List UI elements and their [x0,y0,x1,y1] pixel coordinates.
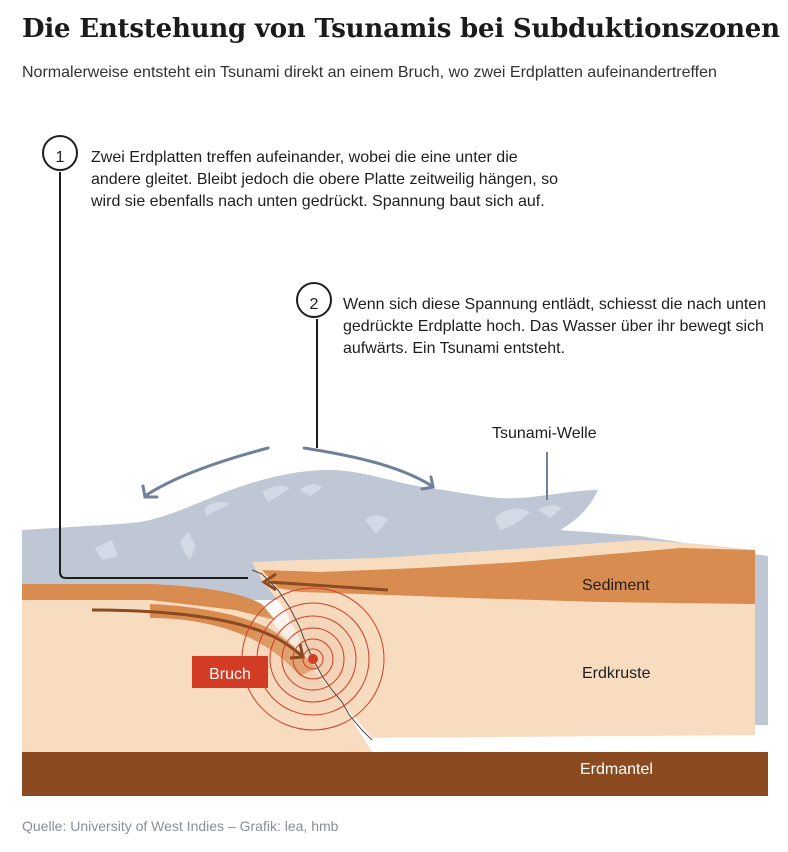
mantle-layer [22,752,768,796]
page-subtitle: Normalerweise entsteht ein Tsunami direk… [22,64,717,81]
source-credit: Quelle: University of West Indies – Graf… [22,818,339,834]
epicentre-dot [308,654,318,664]
step-2-number: 2 [310,296,319,313]
step-2-text: Wenn sich diese Spannung entlädt, schies… [343,296,767,357]
wave-foam [95,484,562,560]
crust-label: Erdkruste [582,665,651,682]
step-2-marker [296,282,332,318]
step-1-number: 1 [56,149,65,166]
step-1-marker [42,135,78,171]
step-1-leader [59,172,248,579]
wave-motion-arrows [141,446,435,499]
page-title: Die Entstehung von Tsunamis bei Subdukti… [22,14,780,44]
fault-label-box [192,656,268,688]
sediment-lower-plate [22,584,275,620]
plate-motion-arrow-upper [267,580,389,592]
fault-label: Bruch [209,666,251,683]
mantle-label: Erdmantel [580,761,653,778]
step-1-text: Zwei Erdplatten treffen aufeinander, wob… [91,149,558,210]
wave-label: Tsunami-Welle [492,425,597,442]
sediment-label: Sediment [582,577,650,594]
